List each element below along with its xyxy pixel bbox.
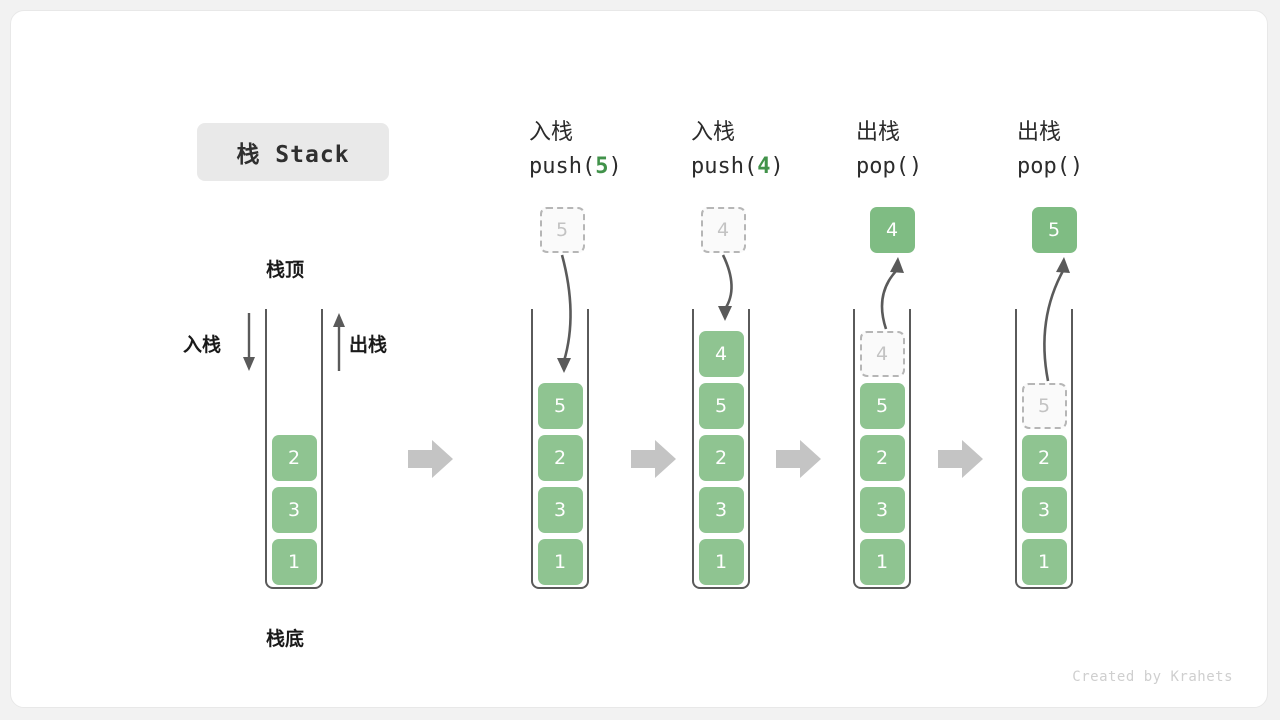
operation-cn-label: 入栈 [691,120,736,145]
step-arrow-icon-4 [938,440,983,478]
operation-code-label: push(4) [691,154,784,179]
stack-initial: 2 3 1 [11,11,1269,709]
stack-cell: 1 [1021,539,1067,585]
stack-cell: 3 [1021,487,1067,533]
stack-container [265,309,323,589]
push-direction-arrow-icon [243,313,255,371]
stack-cell: 1 [859,539,905,585]
stack-top-label: 栈顶 [266,259,305,281]
stack-cell: 2 [859,435,905,481]
operation-arg: 4 [757,154,771,179]
step-arrow-icon-1 [408,440,453,478]
operation-code-label: pop() [1017,154,1084,179]
step-arrow-icon-2 [631,440,676,478]
popped-value-cell: 5 [1031,207,1077,253]
stack-cell: 2 [1021,435,1067,481]
incoming-value-ghost-cell: 4 [700,207,746,253]
operation-cn-label: 入栈 [529,120,574,145]
operation-cn-label: 出栈 [1017,120,1062,145]
stack-cell: 2 [537,435,583,481]
stack-cell: 5 [859,383,905,429]
stack-cell: 3 [698,487,744,533]
stack-cell: 3 [859,487,905,533]
stack-after-push-4: 4 5 2 3 1 4 [11,11,1269,709]
diagram-card: 栈 Stack 栈顶 栈底 入栈 出栈 2 3 1 5 2 3 1 5 4 5 2 3 1 4 5 2 3… [10,10,1268,708]
operation-arg: 5 [595,154,609,179]
incoming-value-ghost-cell: 5 [539,207,585,253]
footer-credit: Created by Krahets [1072,669,1233,685]
operation-code-label: pop() [856,154,923,179]
stack-container [1015,309,1073,589]
pop-side-label: 出栈 [349,334,388,356]
stack-container [853,309,911,589]
stack-container [692,309,750,589]
stack-after-pop-4: 5 2 3 1 4 4 [11,11,1269,709]
pop-direction-arrow-icon [333,313,345,371]
push-motion-arrow-icon [557,254,572,373]
stack-cell: 1 [698,539,744,585]
stack-cell-ghost: 5 [1021,383,1067,429]
stack-cell: 2 [271,435,317,481]
operation-header-pop-1: 出栈 pop() [856,116,1036,184]
operation-cn-label: 出栈 [856,120,901,145]
page-title: 栈 Stack [197,123,389,181]
stack-cell: 1 [537,539,583,585]
popped-value-cell: 4 [869,207,915,253]
stack-cell: 5 [698,383,744,429]
stack-cell: 3 [537,487,583,533]
operation-code-label: push(5) [529,154,622,179]
stack-cell: 3 [271,487,317,533]
stack-cell: 1 [271,539,317,585]
operation-header-pop-2: 出栈 pop() [1017,116,1197,184]
stack-cell-ghost: 4 [859,331,905,377]
stack-container [531,309,589,589]
push-motion-arrow-icon [718,254,733,321]
push-side-label: 入栈 [183,334,222,356]
operation-header-push-4: 入栈 push(4) [691,116,871,184]
pop-motion-arrow-icon [1043,257,1070,382]
stack-after-pop-5: 2 3 1 5 5 [11,11,1269,709]
stack-cell: 5 [537,383,583,429]
pop-motion-arrow-icon [880,257,904,330]
operation-header-push-5: 入栈 push(5) [529,116,709,184]
stack-after-push-5: 5 2 3 1 5 [11,11,1269,709]
stack-cell: 4 [698,331,744,377]
stack-cell: 2 [698,435,744,481]
step-arrow-icon-3 [776,440,821,478]
stack-bottom-label: 栈底 [266,628,305,650]
